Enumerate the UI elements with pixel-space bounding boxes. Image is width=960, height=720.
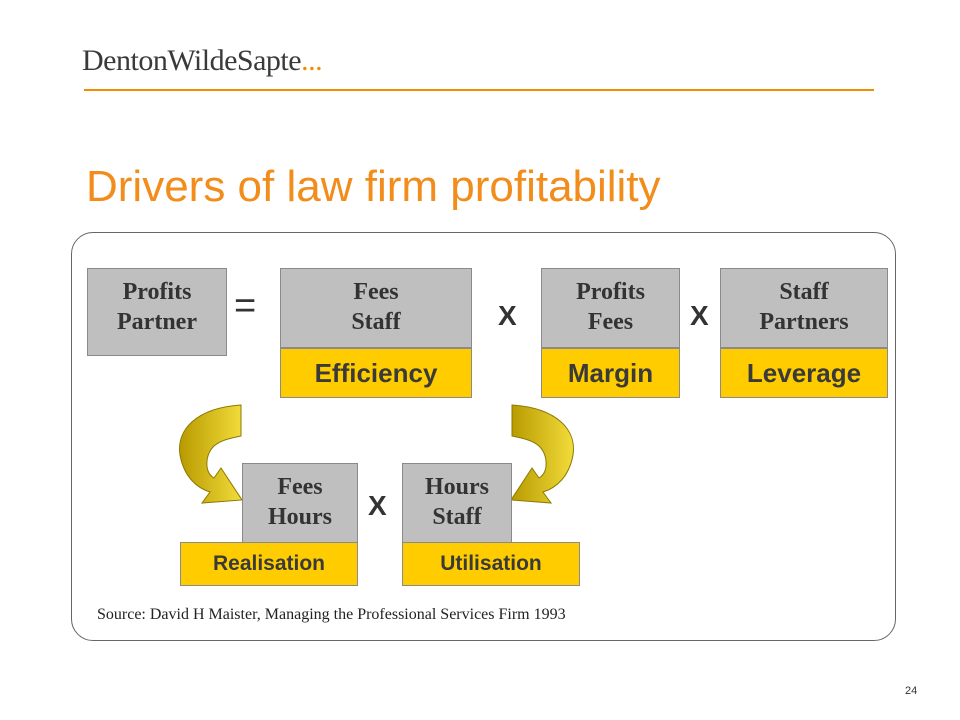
logo-suffix: ... xyxy=(301,44,323,77)
fees-staff-denominator: Staff xyxy=(351,309,401,335)
source-citation: Source: David H Maister, Managing the Pr… xyxy=(97,606,566,623)
fees-hours-numerator: Fees xyxy=(277,474,323,500)
right-curved-arrow-icon xyxy=(510,404,574,504)
logo-text: DentonWildeSapte xyxy=(82,44,302,77)
equals-operator: = xyxy=(234,285,257,327)
times-operator-1: X xyxy=(498,300,517,331)
fees-hours-denominator: Hours xyxy=(267,504,332,530)
hours-staff-box: Hours Staff xyxy=(402,463,512,543)
left-curved-arrow-icon xyxy=(179,404,243,504)
times-operator-3: X xyxy=(368,490,387,521)
fees-staff-numerator: Fees xyxy=(353,279,399,305)
diagram-panel xyxy=(71,232,896,641)
profits-fees-numerator: Profits xyxy=(576,279,645,305)
page-title: Drivers of law firm profitability xyxy=(86,162,661,211)
staff-partners-numerator: Staff xyxy=(779,279,829,305)
page-number: 24 xyxy=(905,685,918,697)
logo: DentonWildeSapte... xyxy=(82,44,323,78)
profits-partner-numerator: Profits xyxy=(122,279,192,305)
profits-fees-box: Profits Fees xyxy=(541,268,680,348)
staff-partners-denominator: Partners xyxy=(759,309,849,335)
utilisation-tag: Utilisation xyxy=(402,542,580,586)
hours-staff-numerator: Hours xyxy=(424,474,489,500)
staff-partners-box: Staff Partners xyxy=(720,268,888,348)
fees-staff-box: Fees Staff xyxy=(280,268,472,348)
profits-fees-denominator: Fees xyxy=(587,309,634,335)
efficiency-tag: Efficiency xyxy=(280,348,472,398)
logo-rule xyxy=(84,89,874,91)
times-operator-2: X xyxy=(690,300,709,331)
profits-partner-box: Profits Partner xyxy=(87,268,227,356)
margin-tag: Margin xyxy=(541,348,680,398)
profits-partner-denominator: Partner xyxy=(117,309,197,335)
fees-hours-box: Fees Hours xyxy=(242,463,358,543)
realisation-tag: Realisation xyxy=(180,542,358,586)
leverage-tag: Leverage xyxy=(720,348,888,398)
hours-staff-denominator: Staff xyxy=(432,504,482,530)
